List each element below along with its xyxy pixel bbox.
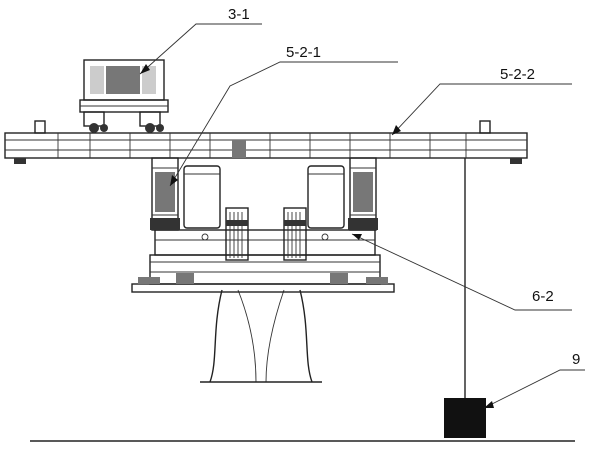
counterweight bbox=[444, 398, 486, 438]
trolley bbox=[79, 59, 169, 133]
left-cylinder bbox=[183, 165, 221, 229]
pier-column bbox=[200, 289, 322, 383]
base-frame bbox=[131, 229, 395, 293]
label-3-1: 3-1 bbox=[228, 6, 250, 23]
label-6-2: 6-2 bbox=[532, 288, 554, 305]
right-pump-units bbox=[283, 207, 307, 261]
leader-lines bbox=[139, 23, 585, 409]
label-5-2-2: 5-2-2 bbox=[500, 66, 535, 83]
label-5-2-1: 5-2-1 bbox=[286, 44, 321, 61]
right-jack bbox=[348, 157, 378, 231]
label-9: 9 bbox=[572, 351, 580, 368]
left-jack bbox=[150, 157, 180, 231]
right-cylinder bbox=[307, 165, 345, 229]
main-girder bbox=[4, 120, 528, 164]
left-pump-units bbox=[225, 207, 249, 261]
